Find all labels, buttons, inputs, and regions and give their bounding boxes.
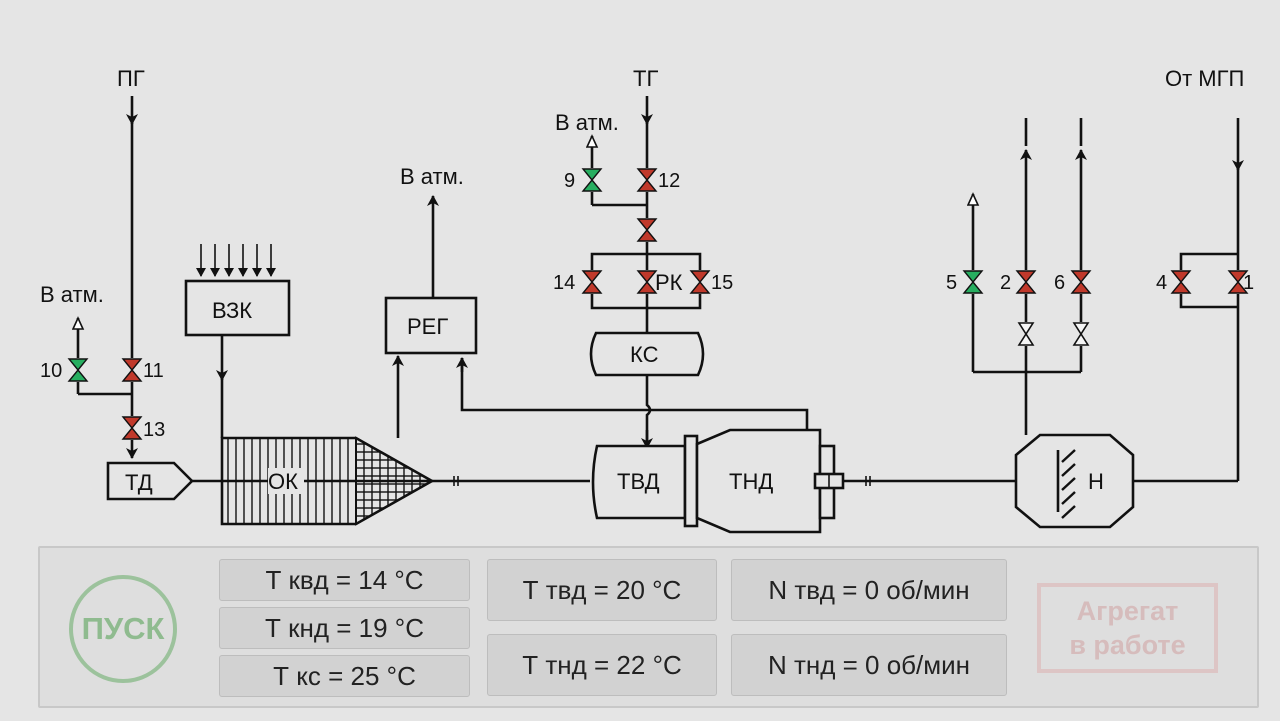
valve-5-label: 5 bbox=[946, 272, 957, 294]
tvd-label: ТВД bbox=[617, 469, 660, 494]
status-line-2: в работе bbox=[1069, 630, 1186, 660]
valve-4[interactable] bbox=[1170, 270, 1192, 294]
valve-9[interactable] bbox=[581, 168, 603, 192]
tvd-tnd-turbine: ТВД ТНД bbox=[591, 428, 845, 534]
label-atm-mid: В атм. bbox=[400, 164, 464, 189]
readout-t-ks: Т кс = 25 °С bbox=[219, 655, 470, 697]
label-tg: ТГ bbox=[633, 66, 658, 91]
vzk-block: ВЗК bbox=[184, 279, 291, 337]
valve-6[interactable] bbox=[1070, 270, 1092, 294]
valve-11-label: 11 bbox=[143, 360, 164, 382]
n-supercharger: Н bbox=[1014, 433, 1135, 529]
readout-n-tvd: N твд = 0 об/мин bbox=[731, 559, 1007, 621]
label-atm-top: В атм. bbox=[555, 110, 619, 135]
valve-15-label: 15 bbox=[711, 272, 733, 294]
valve-4-label: 4 bbox=[1156, 272, 1167, 294]
ks-label: КС bbox=[630, 342, 659, 367]
vzk-inlet-arrows bbox=[196, 244, 276, 277]
valve-15[interactable] bbox=[689, 270, 711, 294]
ok-label: ОК bbox=[268, 469, 298, 494]
readout-t-tnd: Т тнд = 22 °С bbox=[487, 634, 717, 696]
valve-13[interactable] bbox=[121, 416, 143, 440]
valve-12[interactable] bbox=[636, 168, 658, 192]
n-label: Н bbox=[1088, 469, 1104, 494]
valve-1-label: 1 bbox=[1243, 272, 1254, 294]
rk-label: РК bbox=[655, 270, 683, 295]
td-label: ТД bbox=[125, 470, 153, 495]
reg-label: РЕГ bbox=[407, 314, 448, 339]
readout-t-kvd: Т квд = 14 °С bbox=[219, 559, 470, 601]
valve-2-label: 2 bbox=[1000, 272, 1011, 294]
readout-n-tnd: N тнд = 0 об/мин bbox=[731, 634, 1007, 696]
unit-running-indicator: Агрегат в работе bbox=[1037, 583, 1218, 673]
start-button[interactable]: ПУСК bbox=[69, 575, 177, 683]
label-pg: ПГ bbox=[117, 66, 145, 91]
valve-1[interactable] bbox=[1227, 270, 1249, 294]
check-valve-2 bbox=[1017, 322, 1035, 346]
valve-10[interactable] bbox=[67, 358, 89, 382]
valve-6-label: 6 bbox=[1054, 272, 1065, 294]
ok-compressor: ОК bbox=[220, 436, 435, 526]
valve-5[interactable] bbox=[962, 270, 984, 294]
td-block: ТД bbox=[106, 461, 194, 501]
valve-9-label: 9 bbox=[564, 170, 575, 192]
valve-11[interactable] bbox=[121, 358, 143, 382]
label-ot-mgp: От МГП bbox=[1165, 66, 1244, 91]
valve-unlabeled-tg[interactable] bbox=[636, 218, 658, 242]
valve-14-label: 14 bbox=[553, 272, 575, 294]
vzk-label: ВЗК bbox=[212, 298, 252, 323]
reg-block: РЕГ bbox=[384, 296, 478, 355]
valve-12-label: 12 bbox=[658, 170, 680, 192]
valve-13-label: 13 bbox=[143, 419, 165, 441]
valve-rk[interactable] bbox=[636, 270, 658, 294]
valve-2[interactable] bbox=[1015, 270, 1037, 294]
valve-10-label: 10 bbox=[40, 360, 62, 382]
status-line-1: Агрегат bbox=[1076, 596, 1179, 626]
check-valve-6 bbox=[1072, 322, 1090, 346]
valve-14[interactable] bbox=[581, 270, 603, 294]
readout-t-knd: Т кнд = 19 °С bbox=[219, 607, 470, 649]
readout-t-tvd: Т твд = 20 °С bbox=[487, 559, 717, 621]
ks-block: КС bbox=[589, 331, 705, 377]
process-scheme: ПГ В атм. 10 11 13 ТД ВЗК bbox=[40, 66, 1254, 534]
tnd-label: ТНД bbox=[729, 469, 773, 494]
label-atm-left: В атм. bbox=[40, 282, 104, 307]
